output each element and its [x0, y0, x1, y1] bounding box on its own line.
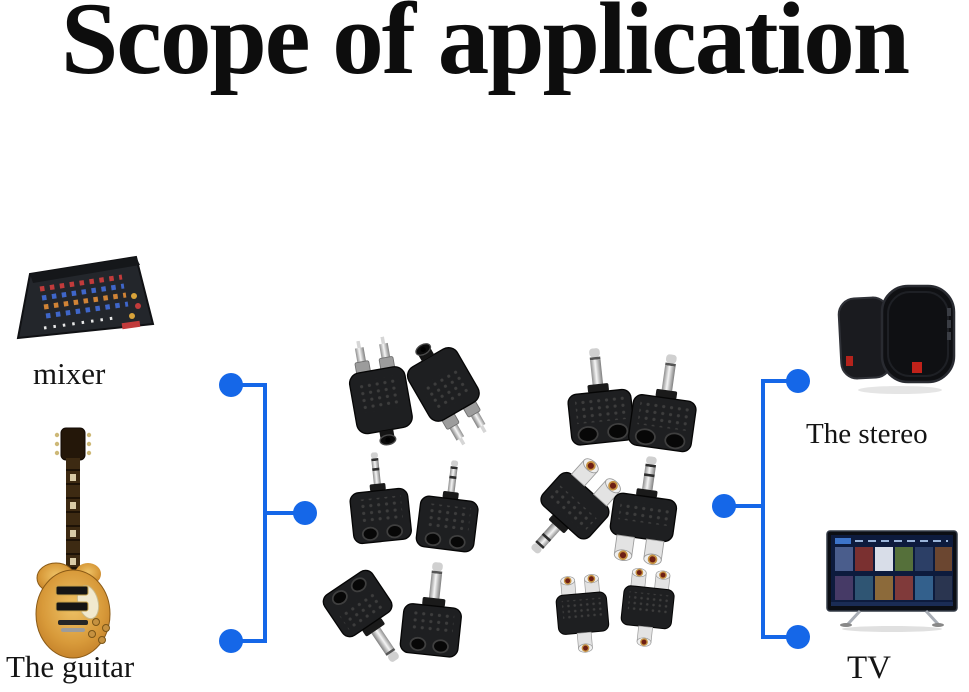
guitar-bridge [58, 620, 88, 625]
mixer-red-strip [121, 320, 141, 330]
mixer-knob-row [43, 292, 127, 310]
tv-leg [846, 609, 862, 626]
adapter-shape [398, 558, 468, 659]
guitar-neck [66, 458, 80, 580]
speaker-left-logo [846, 356, 853, 366]
connector-dot-tv [786, 625, 810, 649]
tv-foot [932, 623, 944, 627]
mixer-top-edge [30, 257, 140, 283]
guitar-frets [66, 469, 80, 569]
connector-dot-stereo [786, 369, 810, 393]
adapter-shape [626, 349, 705, 454]
speaker-right [880, 284, 956, 384]
mixer-knob-row [39, 274, 123, 292]
guitar-label: The guitar [6, 649, 135, 684]
mixer-led [131, 293, 137, 299]
stereo-label: The stereo [806, 418, 928, 450]
guitar-tuners [54, 432, 92, 456]
tv-leg [924, 609, 940, 626]
speaker-shadow [858, 386, 942, 394]
connector-dot-adapters-left [293, 501, 317, 525]
speaker-side-buttons [947, 308, 951, 340]
mixer-knob-row [45, 301, 129, 319]
guitar-headstock [60, 427, 86, 461]
connector-dot-adapters-right [712, 494, 736, 518]
adapter-shape [604, 451, 685, 568]
guitar-body [35, 569, 111, 659]
tv-label: TV [847, 650, 891, 686]
mixer-led [129, 313, 135, 319]
right-connector-bracket [712, 369, 810, 649]
guitar-pickup [55, 601, 89, 612]
speaker-right-logo [912, 362, 922, 373]
adapter-6.35mm-stereo-male-to-2-rca-female [604, 451, 685, 568]
adapter-shape [617, 566, 678, 650]
guitar-pickup [55, 585, 89, 596]
guitar-knobs [88, 618, 110, 644]
adapter-rca-female-to-2x-rca-female [617, 566, 678, 650]
page-title: Scope of application [60, 0, 910, 96]
mixer-knob-row [41, 283, 125, 301]
tv-shadow [842, 626, 942, 632]
tv-menu-highlight [835, 538, 851, 544]
tv-foot [840, 623, 852, 627]
adapter-6.35mm-male-to-2x-3.5mm-female [398, 558, 468, 659]
tv-poster-row-1 [835, 547, 952, 571]
tv-bottom-bar [831, 602, 953, 606]
electric-guitar-photo [35, 427, 111, 659]
smart-tv-photo [826, 530, 958, 632]
adapter-shape [414, 456, 485, 554]
mixer-photo [16, 255, 155, 340]
stereo-speakers-photo [837, 284, 956, 394]
adapter-shape [553, 572, 612, 656]
mixer-label: mixer [33, 356, 106, 391]
tv-poster-row-2 [835, 576, 952, 600]
connector-dot-mixer [219, 373, 243, 397]
mixer-fader-row [43, 316, 115, 330]
left-connector-bracket [219, 373, 317, 653]
connector-dot-guitar [219, 629, 243, 653]
mixer-led [135, 303, 141, 309]
guitar-tailpiece [61, 628, 85, 632]
guitar-inlays [70, 474, 76, 565]
